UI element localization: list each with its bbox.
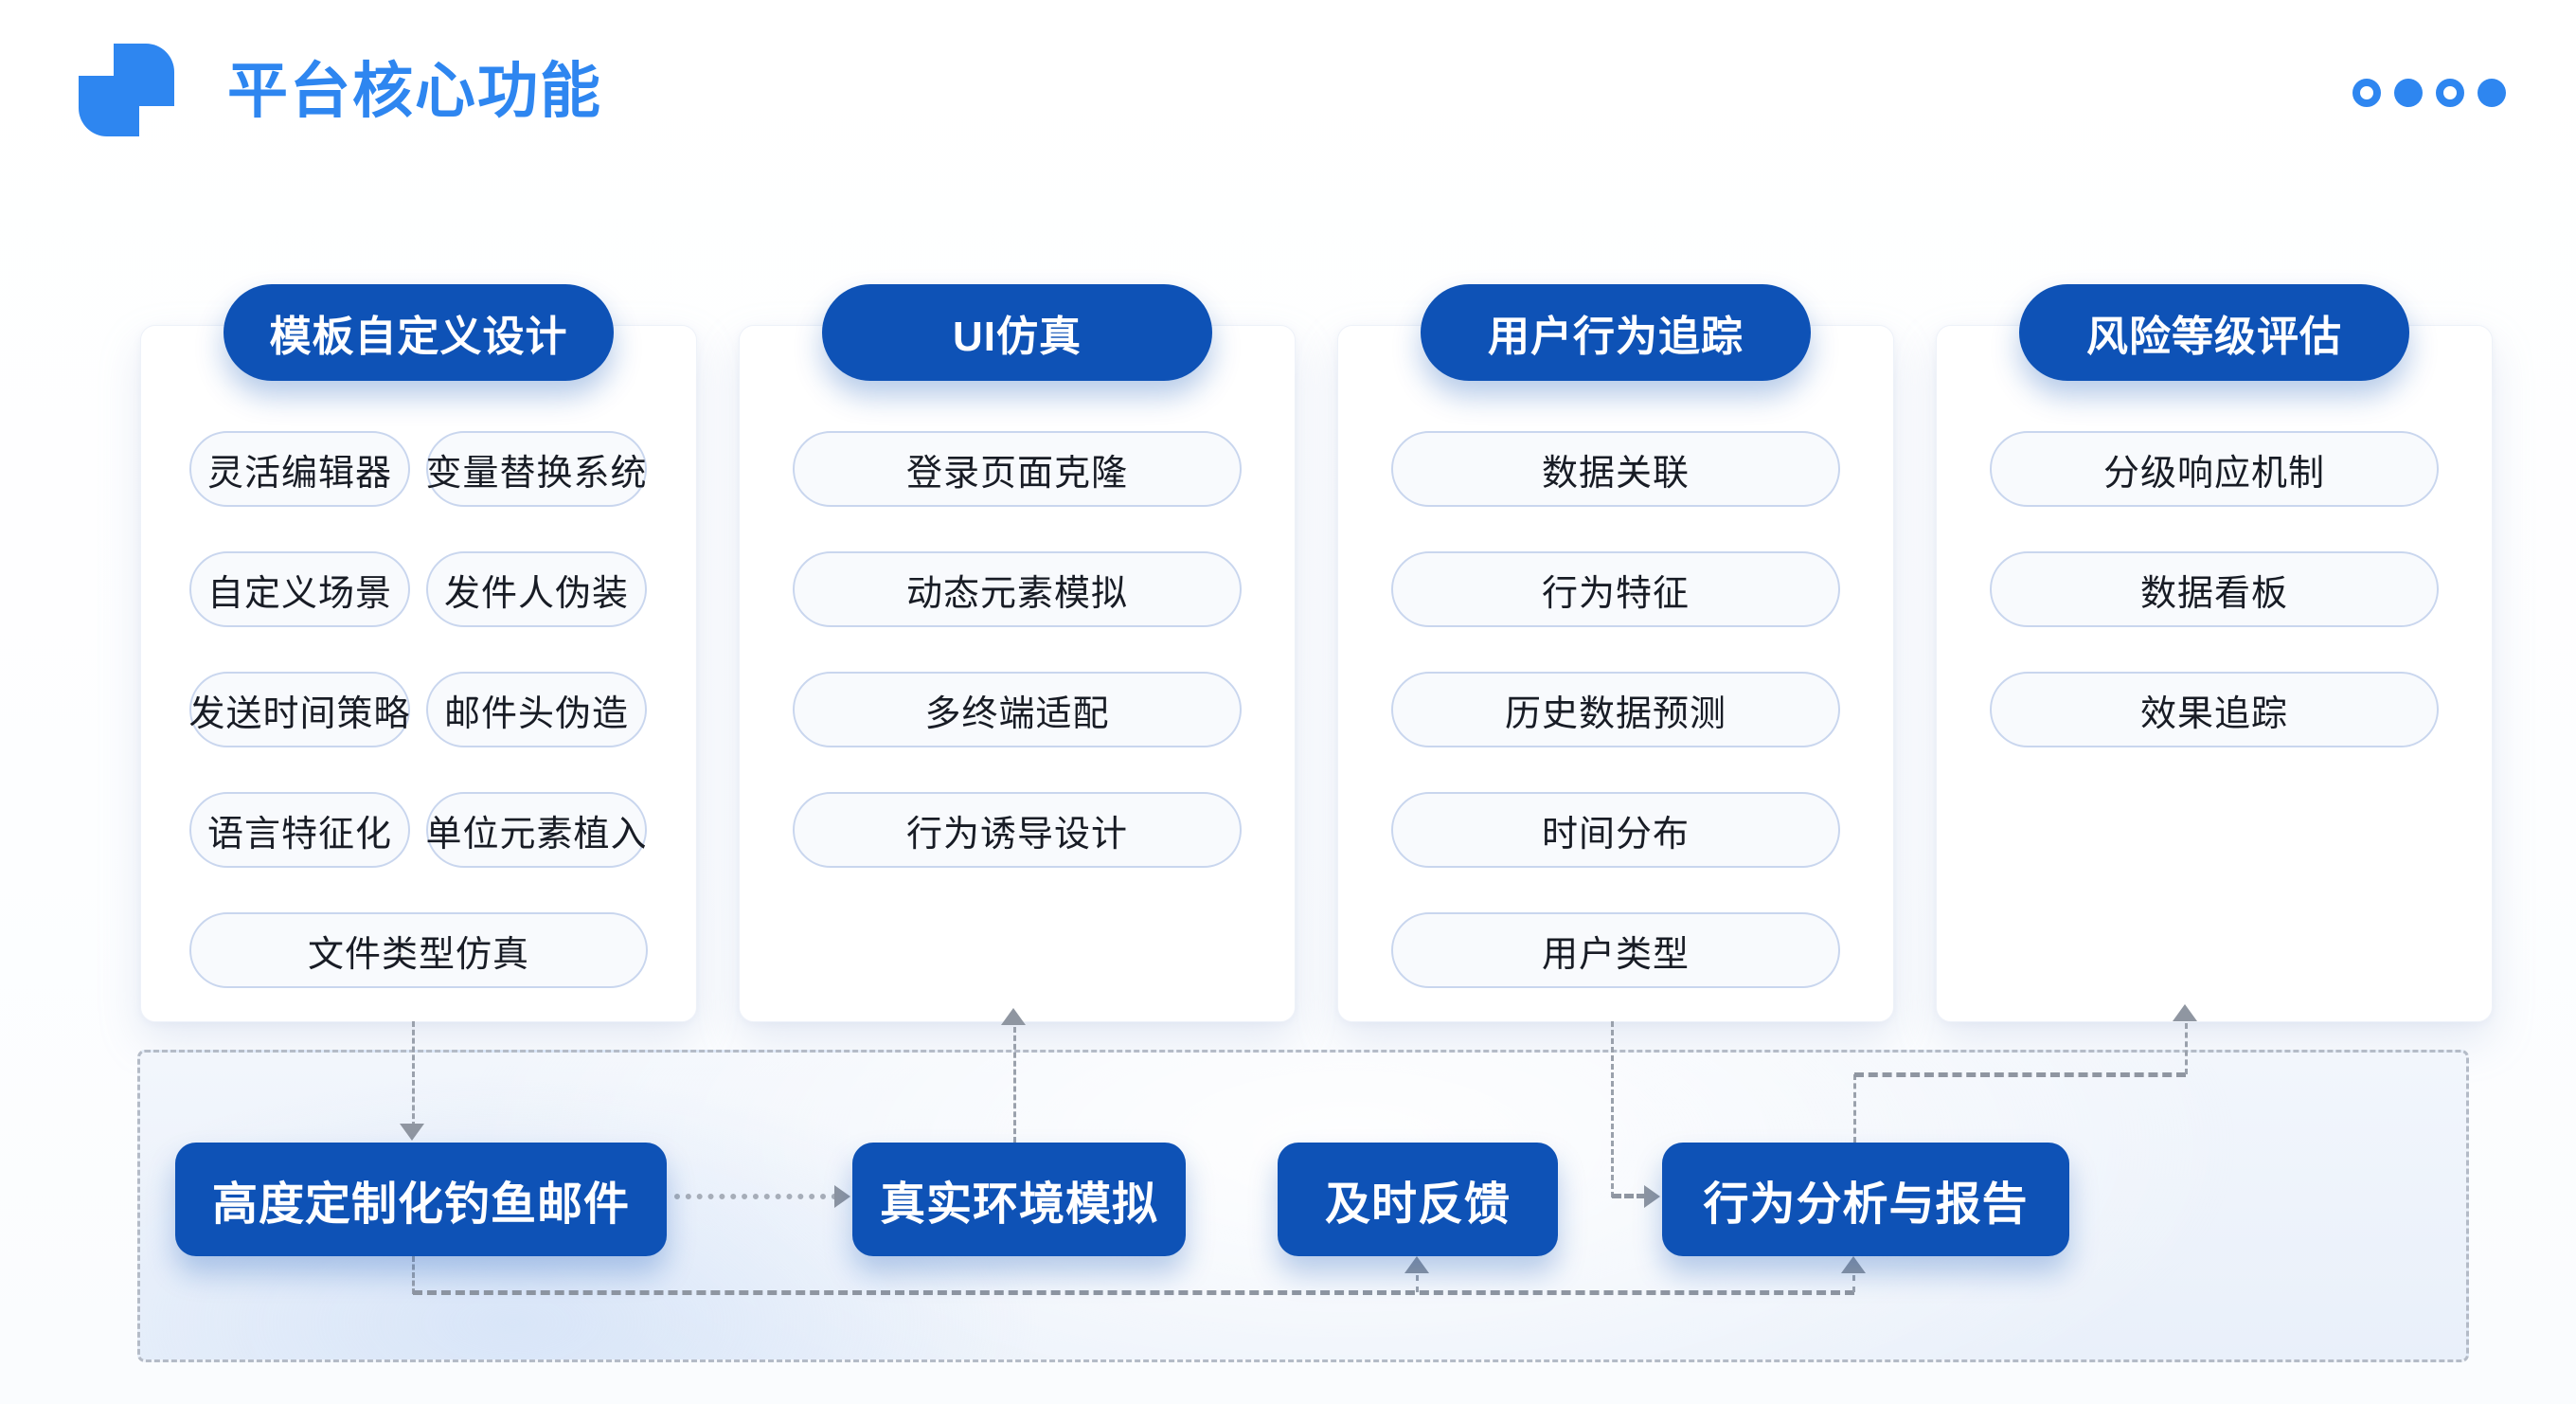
feature-pill: 登录页面克隆 bbox=[793, 431, 1242, 507]
connector-box2-to-card2 bbox=[1013, 1027, 1016, 1143]
connector-card3-down bbox=[1611, 1021, 1614, 1197]
flow-box-custom-phishing-email: 高度定制化钓鱼邮件 bbox=[175, 1143, 667, 1256]
pill-list: 灵活编辑器 变量替换系统 自定义场景 发件人伪装 发送时间策略 邮件头伪造 语言… bbox=[141, 431, 696, 988]
pill-list: 数据关联 行为特征 历史数据预测 时间分布 用户类型 bbox=[1338, 431, 1893, 988]
feature-pill: 用户类型 bbox=[1391, 912, 1840, 988]
card-header-behavior-tracking: 用户行为追踪 bbox=[1421, 284, 1811, 381]
feature-pill: 多终端适配 bbox=[793, 672, 1242, 747]
arrow-up-icon bbox=[2173, 1004, 2197, 1021]
arrow-up-icon bbox=[1001, 1008, 1026, 1025]
feature-pill: 历史数据预测 bbox=[1391, 672, 1840, 747]
connector-box4-to-card4-horizontal bbox=[1854, 1072, 2186, 1077]
feature-pill: 时间分布 bbox=[1391, 792, 1840, 868]
connector-card1-to-box1 bbox=[412, 1021, 415, 1127]
arrow-right-icon bbox=[834, 1185, 850, 1208]
connector-up-to-card4 bbox=[2185, 1023, 2188, 1074]
brand-logo-icon bbox=[79, 42, 175, 136]
feature-card-template-design: 模板自定义设计 灵活编辑器 变量替换系统 自定义场景 发件人伪装 发送时间策略 … bbox=[140, 284, 697, 1022]
feature-pill: 单位元素植入 bbox=[426, 792, 647, 868]
connector-bottom-feedback-line bbox=[413, 1290, 1854, 1295]
card-header-ui-simulation: UI仿真 bbox=[822, 284, 1212, 381]
feature-pill: 邮件头伪造 bbox=[426, 672, 647, 747]
card-header-template-design: 模板自定义设计 bbox=[224, 284, 614, 381]
pagination-dot-4[interactable] bbox=[2478, 79, 2506, 107]
feature-pill: 发件人伪装 bbox=[426, 551, 647, 627]
flow-box-timely-feedback: 及时反馈 bbox=[1278, 1143, 1558, 1256]
arrow-up-icon bbox=[1841, 1256, 1866, 1273]
feature-pill: 数据看板 bbox=[1990, 551, 2439, 627]
feature-pill: 分级响应机制 bbox=[1990, 431, 2439, 507]
connector-up-stub-box4 bbox=[1852, 1275, 1855, 1292]
feature-card-ui-simulation: UI仿真 登录页面克隆 动态元素模拟 多终端适配 行为诱导设计 bbox=[739, 284, 1296, 1022]
flow-box-behavior-analysis-report: 行为分析与报告 bbox=[1662, 1143, 2069, 1256]
feature-pill: 发送时间策略 bbox=[189, 672, 410, 747]
arrow-right-icon bbox=[1644, 1185, 1660, 1208]
feature-card-behavior-tracking: 用户行为追踪 数据关联 行为特征 历史数据预测 时间分布 用户类型 bbox=[1337, 284, 1894, 1022]
pagination-dot-3[interactable] bbox=[2436, 79, 2464, 107]
connector-box4-top-stub bbox=[1853, 1074, 1856, 1143]
feature-pill: 文件类型仿真 bbox=[189, 912, 648, 988]
feature-pill: 动态元素模拟 bbox=[793, 551, 1242, 627]
feature-pill: 行为诱导设计 bbox=[793, 792, 1242, 868]
page-title: 平台核心功能 bbox=[227, 57, 602, 125]
feature-pill: 灵活编辑器 bbox=[189, 431, 410, 507]
feature-pill: 效果追踪 bbox=[1990, 672, 2439, 747]
flow-box-real-env-simulation: 真实环境模拟 bbox=[852, 1143, 1186, 1256]
pagination-dots bbox=[2352, 79, 2506, 107]
arrow-up-icon bbox=[1404, 1256, 1429, 1273]
pagination-dot-1[interactable] bbox=[2352, 79, 2381, 107]
feature-pill: 自定义场景 bbox=[189, 551, 410, 627]
pagination-dot-2[interactable] bbox=[2394, 79, 2423, 107]
connector-box1-to-box2 bbox=[674, 1194, 837, 1199]
logo-block-bottom bbox=[79, 76, 139, 136]
feature-pill: 行为特征 bbox=[1391, 551, 1840, 627]
arrow-down-icon bbox=[400, 1124, 424, 1141]
connector-card3-to-box4 bbox=[1612, 1194, 1646, 1198]
connector-box1-bottom-stub bbox=[412, 1256, 415, 1294]
card-header-risk-assessment: 风险等级评估 bbox=[2019, 284, 2409, 381]
connector-up-stub-box3 bbox=[1416, 1275, 1419, 1292]
feature-card-risk-assessment: 风险等级评估 分级响应机制 数据看板 效果追踪 bbox=[1936, 284, 2493, 1022]
feature-pill: 数据关联 bbox=[1391, 431, 1840, 507]
feature-pill: 变量替换系统 bbox=[426, 431, 647, 507]
pill-list: 分级响应机制 数据看板 效果追踪 bbox=[1937, 431, 2492, 747]
pill-list: 登录页面克隆 动态元素模拟 多终端适配 行为诱导设计 bbox=[740, 431, 1295, 868]
feature-pill: 语言特征化 bbox=[189, 792, 410, 868]
